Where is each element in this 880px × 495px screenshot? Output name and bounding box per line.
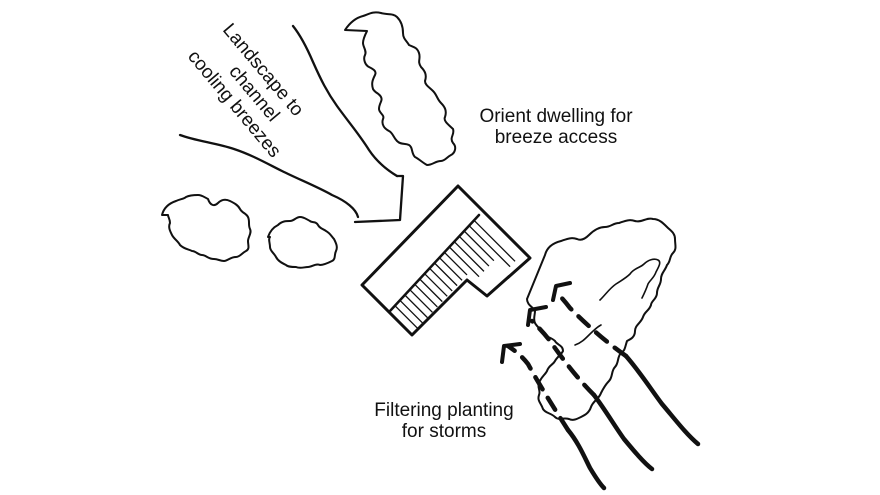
hatch-line [448,246,480,278]
dwelling [360,184,532,337]
tree-right-inner-lobe [599,258,661,301]
storm-arrows [500,281,701,491]
hatch-line [429,267,453,292]
tree-left-1 [161,194,252,262]
hatch-line [434,262,458,287]
channel-line-lower [178,133,360,219]
storm-arrow-3-head-icon [500,342,522,364]
hatch-line [453,241,485,272]
storm-arrow-3-tail [565,427,607,491]
filter-label-line1: Filtering planting [374,400,513,421]
hatch-line [468,225,511,268]
hatch-line [419,278,443,303]
hatch-line [463,230,495,262]
storm-arrow-1-head-icon [551,281,572,302]
channel-line-upper [291,24,399,178]
hatch-line [438,257,463,281]
hatch-line [443,251,468,276]
dwelling-hatch [394,219,516,329]
storm-arrow-1-tail [623,353,701,447]
dwelling-outline [360,184,532,337]
hatch-line [424,273,448,297]
storm-arrow-2-head-icon [526,305,548,327]
filter-label-line2: for storms [402,421,486,442]
storm-arrow-1-dashed [553,289,629,359]
tree-left-2 [267,216,338,269]
storm-arrow-2-tail [591,392,655,472]
hatch-line [409,289,433,313]
tree-right-inner-lobe-2 [574,324,602,346]
orient-label-line2: breeze access [495,127,618,148]
channel-arrowhead-icon [353,174,405,224]
storm-arrow-3-dashed [505,343,571,433]
hatch-line [394,305,419,329]
hatch-line [458,235,490,267]
hatch-line [414,283,438,308]
hatch-line [473,219,516,262]
orient-label-line1: Orient dwelling for [479,106,633,127]
tree-top [344,11,457,166]
hatch-line [404,294,428,319]
hatch-line [399,299,423,324]
